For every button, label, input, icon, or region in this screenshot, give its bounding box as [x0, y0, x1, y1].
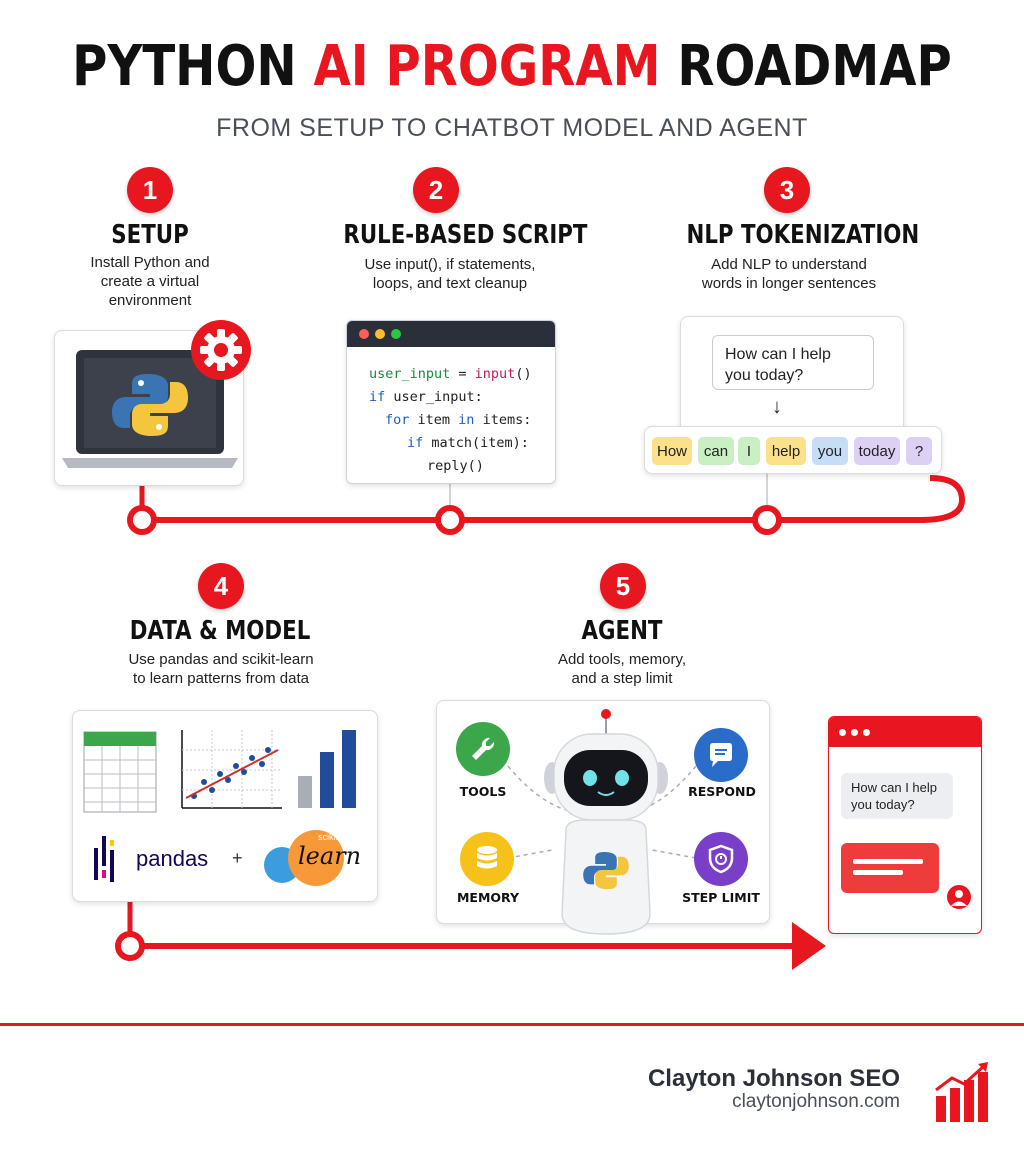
user-avatar-icon — [945, 883, 973, 911]
memory-label: MEMORY — [456, 890, 520, 905]
step-limit-label: STEP LIMIT — [682, 890, 760, 905]
title-part-3: ROADMAP — [660, 34, 952, 99]
step-5-title: AGENT — [581, 616, 663, 646]
pandas-label: pandas — [136, 846, 209, 871]
window-dot-icon — [839, 728, 846, 736]
scatter-plot-icon — [181, 730, 282, 809]
step-3-title: NLP TOKENIZATION — [686, 220, 920, 250]
chat-bubble-icon — [694, 728, 748, 782]
step-2-description: Use input(), if statements, loops, and t… — [320, 255, 580, 293]
token-chip: help — [766, 437, 806, 465]
step-1-desc-line-1: Install Python and — [90, 254, 210, 271]
page-title: PYTHON AI PROGRAM ROADMAP — [72, 34, 953, 99]
down-arrow-icon: ↓ — [772, 396, 782, 418]
token-chip: you — [812, 437, 848, 465]
code-line-3: for item in items: — [385, 412, 532, 428]
code-line-1: user_input = input() — [369, 366, 532, 382]
laptop-base — [62, 458, 238, 468]
respond-label: RESPOND — [688, 784, 756, 799]
maximize-dot-icon — [391, 329, 401, 339]
shield-timer-icon — [694, 832, 748, 886]
token-chip: ? — [906, 437, 932, 465]
nlp-bubble-line-2: you today? — [725, 367, 804, 384]
step-5-desc-line-2: and a step limit — [571, 670, 673, 687]
step-3-desc-line-2: words in longer sentences — [701, 275, 877, 292]
step-2-badge: 2 — [413, 167, 459, 213]
timeline-node-1 — [127, 505, 157, 535]
step-1-badge: 1 — [127, 167, 173, 213]
code-window-titlebar — [347, 321, 555, 347]
title-part-2: AI PROGRAM — [313, 34, 661, 99]
title-part-1: PYTHON — [72, 34, 314, 99]
step-3-description: Add NLP to understand words in longer se… — [664, 255, 914, 293]
plus-sign: + — [232, 848, 243, 868]
sklearn-big-label: learn — [298, 842, 362, 870]
minimize-dot-icon — [375, 329, 385, 339]
bar-chart-icon — [298, 730, 356, 808]
code-line-2: if user_input: — [369, 389, 483, 405]
chat-incoming-bubble: How can I help you today? — [841, 773, 953, 819]
timeline-arrowhead — [792, 922, 826, 970]
step-1-title: SETUP — [111, 220, 189, 250]
timeline-node-2 — [435, 505, 465, 535]
code-block: user_input = input() if user_input: for … — [347, 347, 555, 478]
spreadsheet-icon — [83, 731, 157, 813]
chat-window: How can I help you today? — [828, 716, 982, 934]
step-4-desc-line-1: Use pandas and scikit-learn — [128, 651, 314, 668]
laptop-python-illustration — [62, 320, 251, 468]
robot-icon — [544, 709, 668, 935]
data-model-illustration — [83, 730, 356, 886]
step-2-desc-line-1: Use input(), if statements, — [364, 256, 536, 273]
tools-label: TOOLS — [459, 784, 507, 799]
step-5-desc-line-1: Add tools, memory, — [557, 651, 687, 668]
step-1-description: Install Python and create a virtual envi… — [40, 253, 260, 310]
step-3-badge: 3 — [764, 167, 810, 213]
footer-divider — [0, 1023, 1024, 1026]
step-4-desc-line-2: to learn patterns from data — [133, 670, 309, 687]
chat-window-titlebar — [829, 717, 981, 747]
code-window: user_input = input() if user_input: for … — [346, 320, 556, 484]
wrench-icon — [456, 722, 510, 776]
database-icon — [460, 832, 514, 886]
page-subtitle: FROM SETUP TO CHATBOT MODEL AND AGENT — [216, 114, 808, 142]
timeline-node-3 — [752, 505, 782, 535]
token-chip: I — [738, 437, 760, 465]
sklearn-logo-icon — [264, 830, 344, 886]
step-1-desc-line-2: create a virtual — [100, 273, 200, 290]
timeline-node-4 — [115, 931, 145, 961]
gear-icon — [191, 320, 251, 380]
step-4-badge: 4 — [198, 563, 244, 609]
step-2-title: RULE-BASED SCRIPT — [343, 220, 588, 250]
token-chip: can — [698, 437, 734, 465]
sklearn-small-label: scikit — [318, 832, 338, 842]
step-5-badge: 5 — [600, 563, 646, 609]
step-4-description: Use pandas and scikit-learn to learn pat… — [90, 650, 352, 688]
step-2-desc-line-2: loops, and text cleanup — [372, 275, 528, 292]
step-5-description: Add tools, memory, and a step limit — [512, 650, 732, 688]
nlp-bubble-line-1: How can I help — [725, 346, 831, 363]
brand-url: claytonjohnson.com — [732, 1091, 900, 1112]
nlp-input-bubble: How can I help you today? — [712, 335, 874, 390]
agent-illustration — [507, 709, 697, 935]
token-chip: How — [652, 437, 692, 465]
token-chip: today — [854, 437, 900, 465]
growth-chart-logo-icon — [935, 1062, 988, 1122]
timeline-upper-path — [142, 475, 966, 523]
window-dot-icon — [851, 728, 858, 736]
chat-bubble-line-2: you today? — [851, 797, 915, 812]
brand-name: Clayton Johnson SEO — [647, 1065, 900, 1092]
step-1-desc-line-3: environment — [108, 292, 192, 309]
code-line-5: reply() — [427, 458, 484, 474]
chat-bubble-line-1: How can I help — [851, 780, 937, 795]
chat-reply-bubble — [841, 843, 939, 893]
pandas-logo-icon — [94, 836, 114, 882]
step-4-title: DATA & MODEL — [129, 616, 311, 646]
close-dot-icon — [359, 329, 369, 339]
code-line-4: if match(item): — [407, 435, 529, 451]
step-3-desc-line-1: Add NLP to understand — [711, 256, 867, 273]
window-dot-icon — [863, 728, 870, 736]
python-logo-icon — [112, 374, 188, 436]
